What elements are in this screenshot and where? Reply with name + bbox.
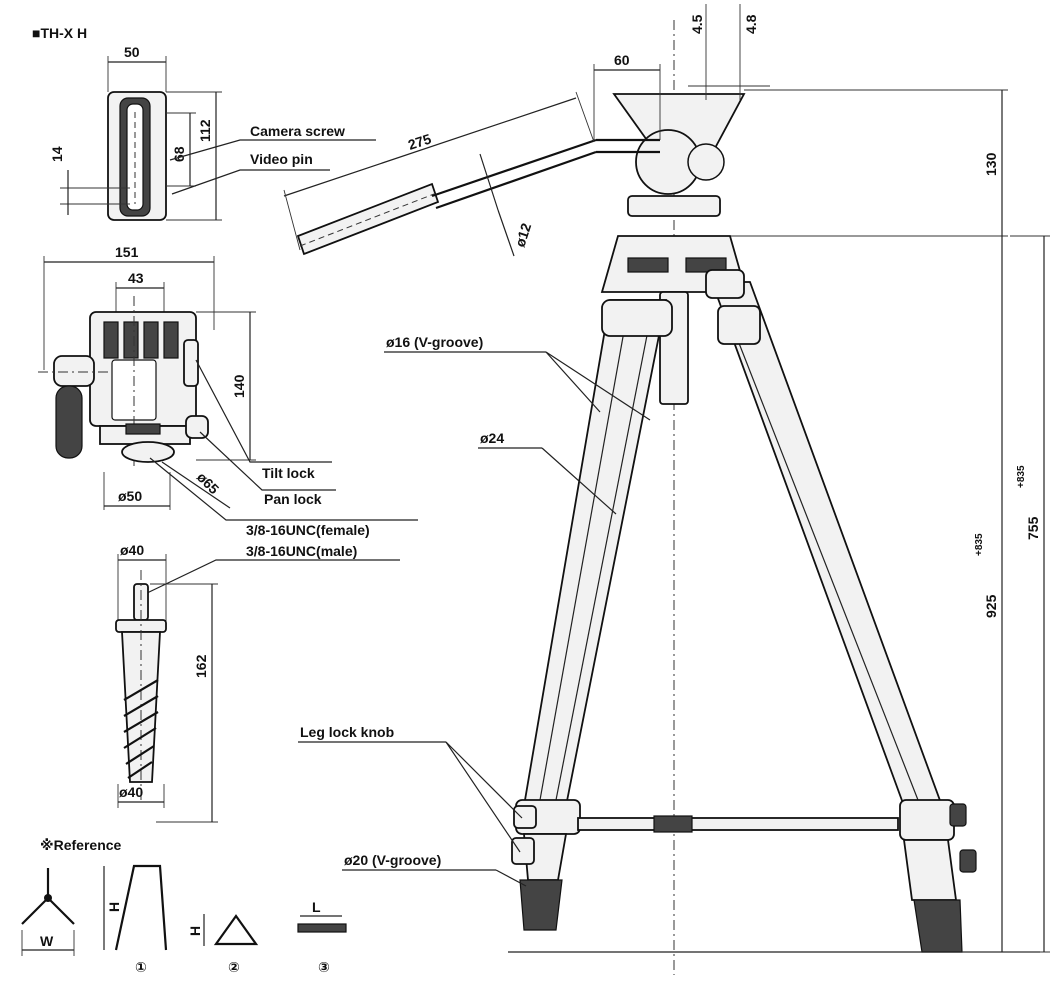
drawing-title: ■TH-X H xyxy=(32,25,87,41)
tripod-main-view: 275 60 ø12 4.5 4.8 130 xyxy=(283,4,1050,975)
dim-handle-dia: ø12 xyxy=(512,221,535,249)
dim-head-inner-width: 43 xyxy=(128,270,144,286)
label-video-pin: Video pin xyxy=(250,151,313,167)
label-upper-leg: ø16 (V-groove) xyxy=(386,334,483,350)
dim-4-8: 4.8 xyxy=(743,14,759,34)
ref-number-2: ② xyxy=(228,959,240,975)
adapter-view: ø40 162 ø40 xyxy=(115,542,218,823)
reference-title: ※Reference xyxy=(40,837,122,853)
ref-h-label-2: H xyxy=(187,926,203,936)
dim-height-755: 755 xyxy=(1025,516,1041,540)
right-leg-lock xyxy=(899,799,955,841)
label-thread-male: 3/8-16UNC(male) xyxy=(246,543,357,559)
dim-height-755-tol: +835 xyxy=(1016,465,1027,488)
ref-number-3: ③ xyxy=(318,959,330,975)
label-mid-leg: ø24 xyxy=(480,430,504,446)
dim-plate-height-outer: 112 xyxy=(197,119,213,142)
ref-h-label-1: H xyxy=(106,902,122,912)
dim-adapter-top-dia: ø40 xyxy=(120,542,144,558)
dim-adapter-bottom-dia: ø40 xyxy=(119,784,143,800)
label-tilt-lock: Tilt lock xyxy=(262,465,315,481)
label-leg-lock-knob: Leg lock knob xyxy=(300,724,394,740)
dim-pin-offset: 14 xyxy=(49,146,65,162)
dim-base-dia: ø50 xyxy=(118,488,142,504)
dim-head-height-130: 130 xyxy=(983,152,999,176)
left-foot xyxy=(519,879,563,931)
dim-4-5: 4.5 xyxy=(689,14,705,34)
dim-head-width: 151 xyxy=(115,244,139,260)
right-foot xyxy=(913,899,963,953)
tilt-lock-knob xyxy=(185,415,209,439)
dim-handle-offset: 60 xyxy=(614,52,630,68)
ref-number-1: ① xyxy=(135,959,147,975)
dim-height-925: 925 xyxy=(983,594,999,618)
dim-plate-width: 50 xyxy=(124,44,140,60)
head-view: 151 43 140 ø50 ø65 xyxy=(38,244,418,595)
dim-head-height: 140 xyxy=(231,374,247,398)
handle-knob xyxy=(53,355,95,387)
dim-handle-length: 275 xyxy=(406,130,433,153)
label-thread-female: 3/8-16UNC(female) xyxy=(246,522,370,538)
left-leg-upper xyxy=(522,299,668,807)
label-camera-screw: Camera screw xyxy=(250,123,345,139)
reference-section: ※Reference W H ① H ② L ③ xyxy=(21,837,347,975)
right-leg-upper xyxy=(710,281,944,807)
top-view: 50 112 68 14 Camera screw Video pin xyxy=(49,44,376,221)
leg-spreader xyxy=(577,817,899,831)
handle-grip xyxy=(55,385,83,459)
dim-height-925-tol: +835 xyxy=(974,533,985,556)
ref-w-label: W xyxy=(40,933,54,949)
handle-grip-bar xyxy=(296,182,440,256)
dim-dia-65: ø65 xyxy=(194,469,223,498)
label-lower-leg: ø20 (V-groove) xyxy=(344,852,441,868)
dim-adapter-height: 162 xyxy=(193,654,209,678)
ref-l-label: L xyxy=(312,899,321,915)
label-pan-lock: Pan lock xyxy=(264,491,322,507)
